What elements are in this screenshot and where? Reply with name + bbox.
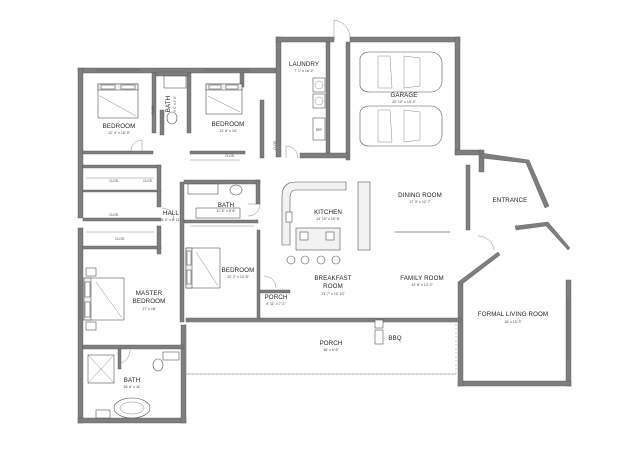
family-size: 14' 8" x 13' 2"	[411, 283, 433, 287]
bed-n	[205, 83, 243, 115]
formal-name: FORMAL LIVING ROOM	[478, 311, 548, 318]
porch-small-size: 9' 11" x 7' 2"	[266, 302, 286, 306]
exterior-walls	[77, 36, 572, 424]
door-swings	[117, 19, 495, 365]
garage-name: GARAGE	[390, 92, 417, 99]
bed-mid	[185, 247, 221, 289]
master-name-1: MASTER	[136, 290, 163, 297]
dining-size: 17' 3" x 12' 7"	[409, 200, 431, 204]
bed-master	[83, 277, 125, 321]
porch-main-size: 46' x 9' 6"	[323, 348, 339, 352]
bedroom-mid-size: 12' 2" x 13' 8"	[227, 275, 249, 279]
closet-label: CLOS.	[225, 154, 235, 158]
garage-size: 20' 10" x 19' 4"	[392, 100, 416, 104]
master-size: 17' x 18'	[142, 307, 155, 311]
porch-outline	[185, 321, 457, 375]
entrance-name: ENTRANCE	[493, 197, 528, 204]
master-name-2: BEDROOM	[133, 298, 166, 305]
bbq-label: BBQ	[388, 335, 401, 342]
kitchen-name: KITCHEN	[314, 209, 342, 216]
dining-name: DINING ROOM	[398, 192, 442, 199]
car-1	[359, 51, 443, 93]
bedroom-n-size: 12' 8" x 14'	[219, 129, 237, 133]
hall-size: 4' 0" x 8' 11"	[161, 218, 181, 222]
porch-main-name: PORCH	[320, 340, 343, 347]
closet-label: CLOS.	[151, 105, 155, 115]
porch-small-name: PORCH	[265, 294, 288, 301]
bed-nw	[97, 83, 139, 119]
bedroom-n-name: BEDROOM	[212, 121, 245, 128]
kitchen-size: 14' 10" x 10' 8"	[316, 217, 340, 221]
bath-master-size: 16' 6" x 11'	[123, 385, 140, 389]
laundry-name: LAUNDRY	[289, 61, 319, 68]
laundry-size: 7' 1" x 16' 2"	[294, 69, 314, 73]
closet-label: CLOS.	[115, 237, 125, 241]
closet-label: CLOS.	[273, 140, 277, 150]
breakfast-name-2: ROOM	[323, 283, 343, 290]
windows	[79, 69, 569, 360]
bedroom-nw-size: 12' 4" x 16' 9"	[108, 131, 130, 135]
bath-mid-size: 11' 6" x 5' 8"	[216, 209, 236, 213]
family-name: FAMILY ROOM	[400, 275, 444, 282]
bath-mid-name: BATH	[218, 202, 234, 209]
bath-small-size: 9' 0" x 9' 0"	[173, 96, 177, 112]
car-2	[359, 105, 443, 147]
ref-label: REF	[316, 128, 322, 132]
breakfast-size: 13' 7" x 10' 10"	[321, 292, 345, 296]
kitchen-counters	[281, 181, 371, 251]
closet-label: CLOS.	[143, 179, 153, 183]
breakfast-name-1: BREAKFAST	[314, 275, 351, 282]
hall-name: HALL	[163, 210, 179, 217]
formal-size: 18' x 15' 3"	[504, 320, 522, 324]
bedroom-mid-name: BEDROOM	[222, 267, 255, 274]
bedroom-nw-name: BEDROOM	[103, 123, 136, 130]
closet-label: CLOS.	[109, 213, 119, 217]
bath-small-name: BATH	[165, 96, 172, 112]
bath-master-name: BATH	[124, 377, 140, 384]
interior-walls	[82, 41, 462, 370]
closet-label: CLOS.	[109, 179, 119, 183]
